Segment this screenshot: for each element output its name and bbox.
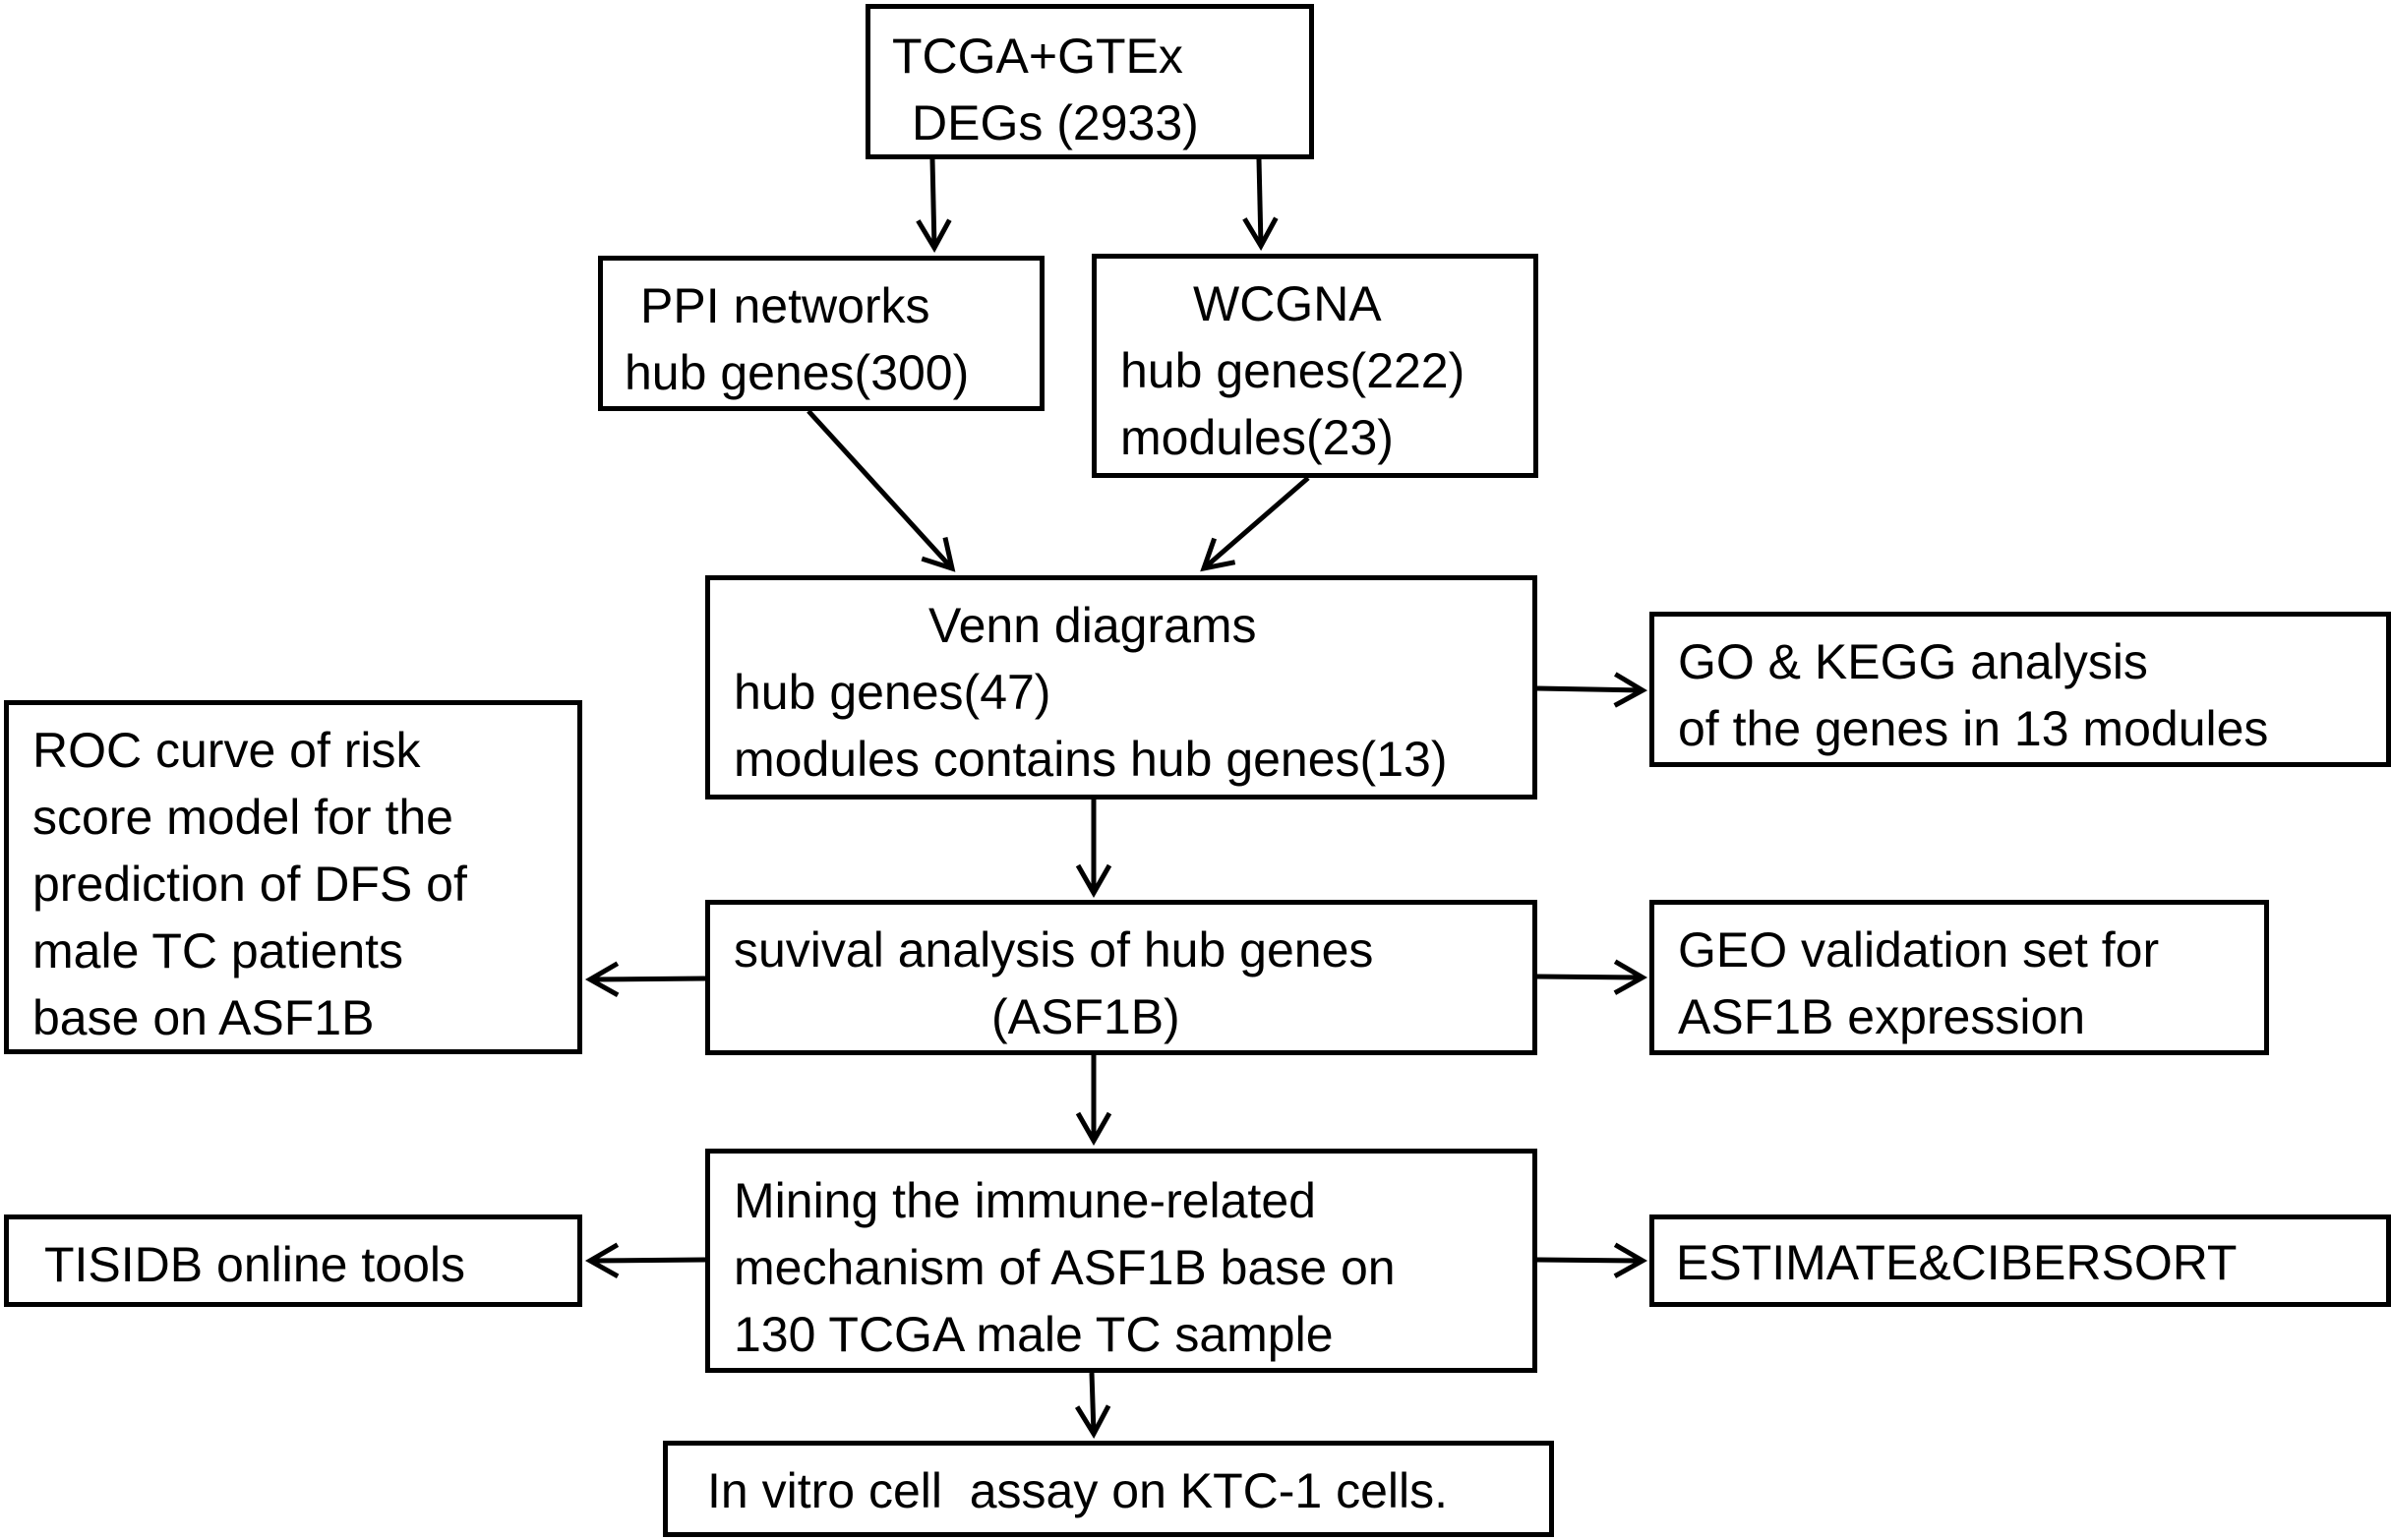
arrow-wcgna-to-venn — [1200, 476, 1310, 572]
node-tcga-gtex-degs: TCGA+GTEx DEGs (2933) — [866, 4, 1314, 159]
node-geo-validation: GEO validation set for ASF1B expression — [1649, 900, 2269, 1055]
node-wcgna-line-3: modules(23) — [1120, 410, 1394, 465]
node-estimate-cibersort: ESTIMATE&CIBERSORT — [1649, 1214, 2391, 1307]
node-roc-line-5: base on ASF1B — [32, 990, 375, 1045]
arrow-mining-to-tisidb — [584, 1242, 706, 1278]
node-ppi-line-2: hub genes(300) — [625, 345, 970, 400]
node-roc-line-1: ROC curve of risk — [32, 723, 421, 778]
arrow-surv-to-roc — [584, 961, 706, 997]
arrow-ppi-to-venn — [807, 409, 956, 572]
arrow-mining-to-invitro — [1074, 1372, 1111, 1440]
node-mining-line-1: Mining the immune-related — [734, 1173, 1316, 1228]
node-roc-line-3: prediction of DFS of — [32, 857, 467, 912]
arrow-tcga-to-wcgna — [1242, 158, 1279, 252]
node-ppi-networks: PPI networks hub genes(300) — [598, 256, 1045, 411]
node-roc-line-4: male TC patients — [32, 923, 404, 978]
node-tisidb-online-tools: TISIDB online tools — [4, 1214, 582, 1307]
node-wcgna-line-1: WCGNA — [1193, 276, 1382, 331]
node-geo-line-1: GEO validation set for — [1678, 922, 2160, 977]
node-venn-diagrams: Venn diagrams hub genes(47) modules cont… — [705, 575, 1537, 800]
node-survival-analysis: suvival analysis of hub genes (ASF1B) — [705, 900, 1537, 1055]
node-venn-line-3: modules contains hub genes(13) — [734, 732, 1448, 787]
node-surv-line-2: (ASF1B) — [991, 989, 1180, 1044]
node-wcgna-line-2: hub genes(222) — [1120, 343, 1465, 398]
node-mining-immune-mechanism: Mining the immune-related mechanism of A… — [705, 1149, 1537, 1373]
node-roc-curve: ROC curve of risk score model for the pr… — [4, 700, 582, 1054]
node-mining-line-2: mechanism of ASF1B base on — [734, 1240, 1396, 1295]
node-go-line-1: GO & KEGG analysis — [1678, 634, 2148, 689]
node-estimate-line-1: ESTIMATE&CIBERSORT — [1676, 1235, 2238, 1290]
node-tcga-line-2: DEGs (2933) — [912, 95, 1199, 150]
node-invitro-line-1: In vitro cell assay on KTC-1 cells. — [707, 1463, 1449, 1518]
arrow-mining-to-estimate — [1536, 1242, 1648, 1278]
node-in-vitro-assay: In vitro cell assay on KTC-1 cells. — [663, 1441, 1554, 1537]
arrow-tcga-to-ppi — [916, 158, 952, 254]
node-go-kegg-analysis: GO & KEGG analysis of the genes in 13 mo… — [1649, 612, 2391, 767]
node-mining-line-3: 130 TCGA male TC sample — [734, 1307, 1334, 1362]
node-tcga-line-1: TCGA+GTEx — [892, 29, 1183, 84]
node-venn-line-1: Venn diagrams — [928, 598, 1257, 653]
node-venn-line-2: hub genes(47) — [734, 665, 1051, 720]
node-roc-line-2: score model for the — [32, 790, 453, 845]
node-wcgna: WCGNA hub genes(222) modules(23) — [1092, 254, 1538, 478]
node-tisidb-line-1: TISIDB online tools — [44, 1237, 465, 1292]
node-surv-line-1: suvival analysis of hub genes — [734, 922, 1374, 977]
node-geo-line-2: ASF1B expression — [1678, 989, 2086, 1044]
node-go-line-2: of the genes in 13 modules — [1678, 701, 2269, 756]
node-ppi-line-1: PPI networks — [640, 278, 930, 333]
arrow-venn-to-go — [1536, 672, 1648, 708]
